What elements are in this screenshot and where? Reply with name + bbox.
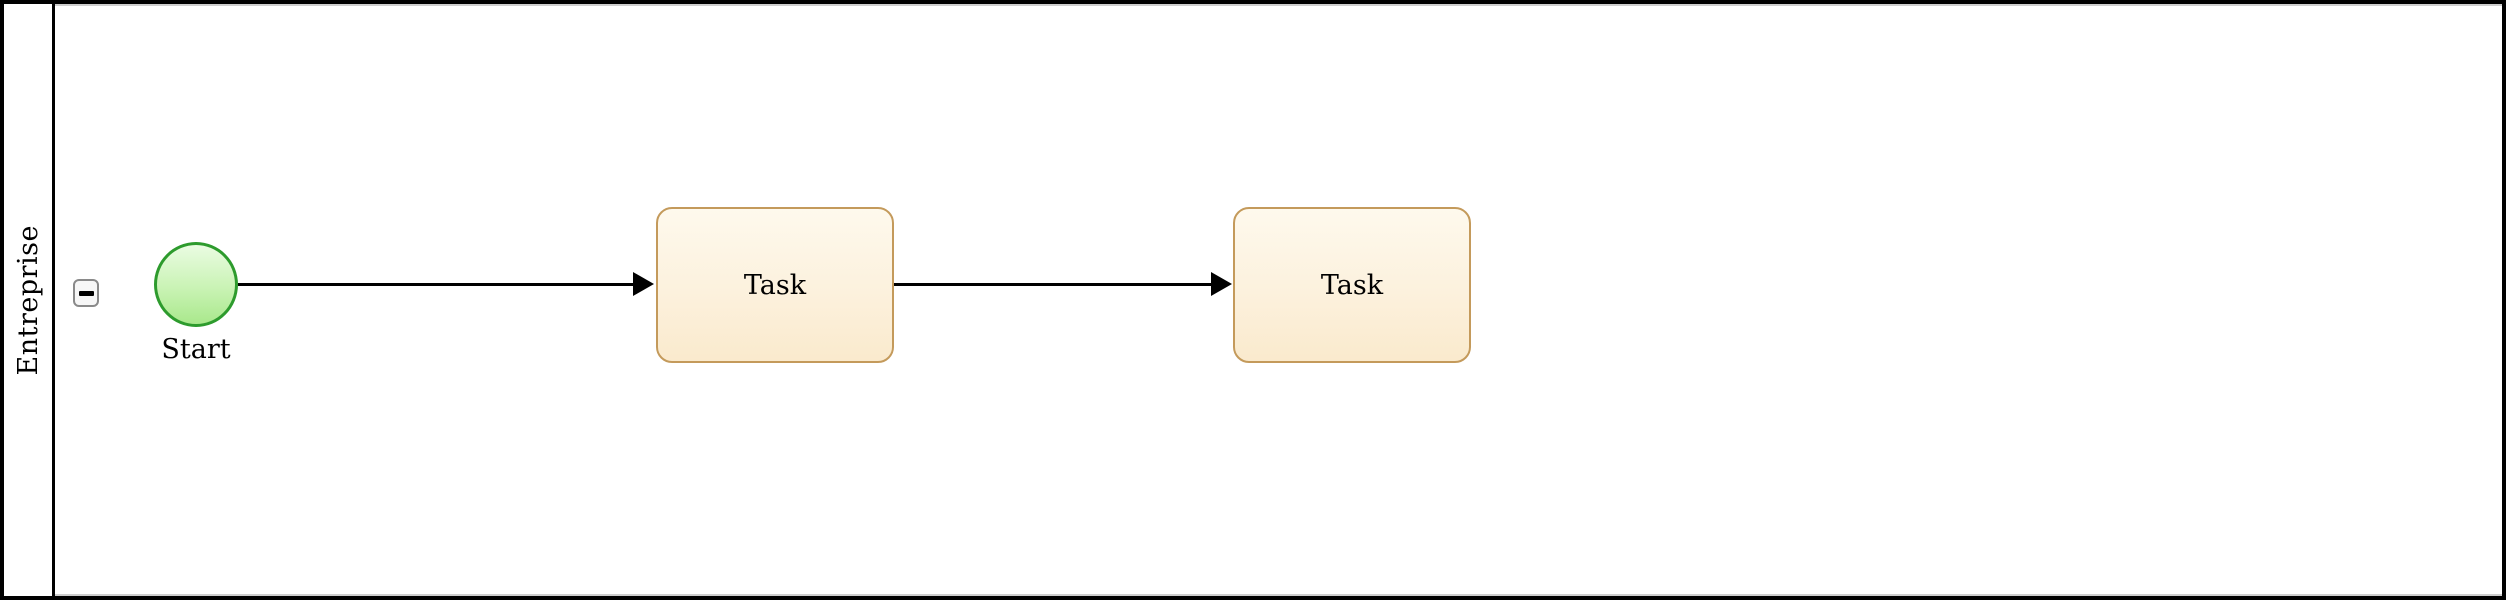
minus-icon <box>78 290 94 296</box>
sequence-flow-1 <box>238 283 634 286</box>
task-node-1[interactable]: Task <box>656 207 894 363</box>
task-1-label: Task <box>743 269 807 301</box>
start-event-label: Start <box>161 334 231 365</box>
arrow-head-icon <box>633 272 654 296</box>
start-event-node[interactable] <box>154 242 238 327</box>
task-2-label: Task <box>1320 269 1384 301</box>
pool-collapse-button[interactable] <box>73 279 99 307</box>
sequence-flow-2 <box>894 283 1214 286</box>
pool-label: Entreprise <box>12 224 44 376</box>
task-node-2[interactable]: Task <box>1233 207 1471 363</box>
pool-title-strip: Entreprise <box>4 4 55 596</box>
arrow-head-icon <box>1211 272 1232 296</box>
